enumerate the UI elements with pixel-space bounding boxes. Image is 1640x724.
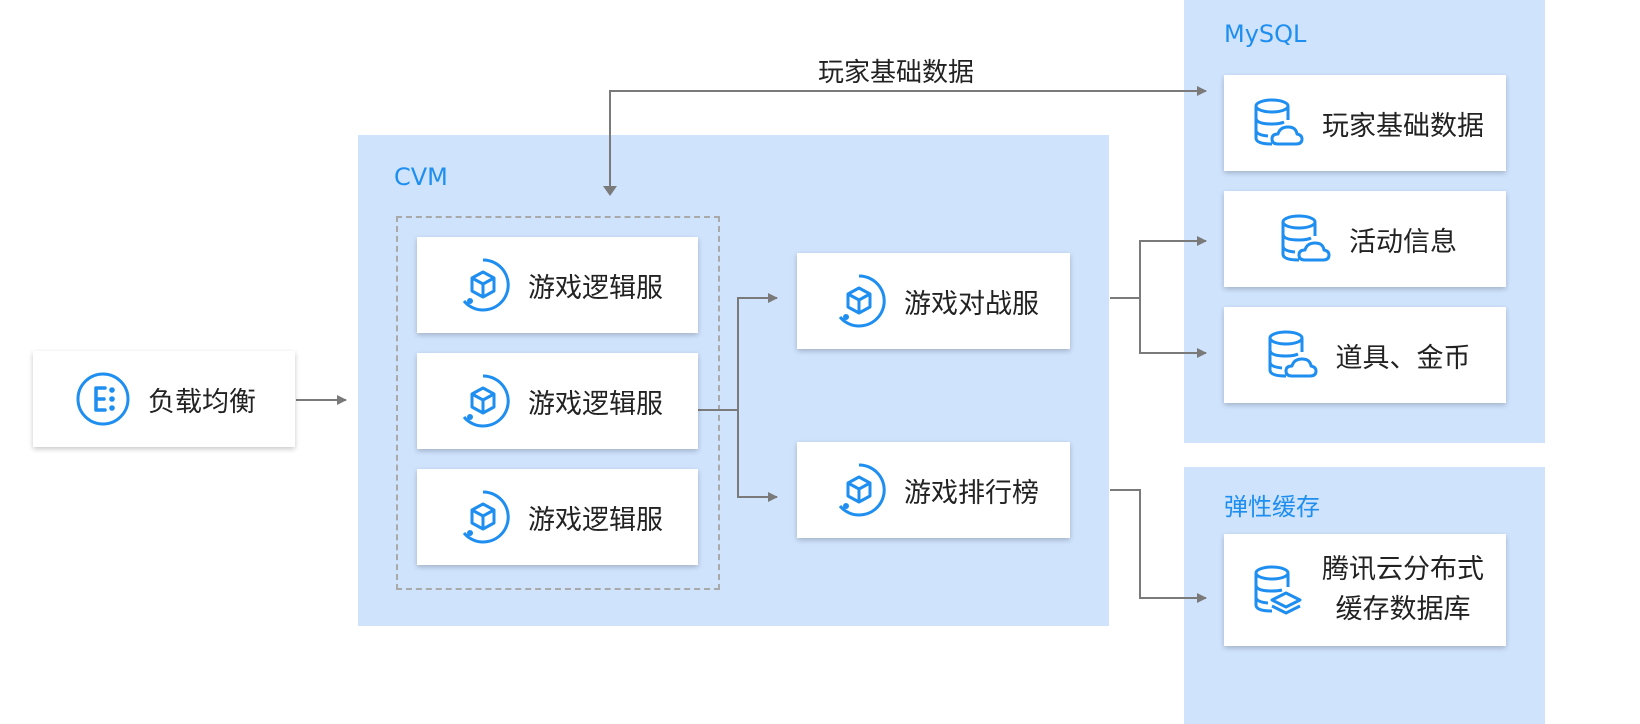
load-balancer-icon <box>72 368 134 430</box>
distributed-cache-db[interactable]: 腾讯云分布式 缓存数据库 <box>1224 534 1506 646</box>
edge-player-data-arrowhead <box>603 186 617 196</box>
game-battle-server-label: 游戏对战服 <box>904 288 1039 320</box>
edge-to-items <box>1139 298 1207 358</box>
load-balancer-node[interactable]: 负载均衡 <box>33 351 295 447</box>
db-items-coins[interactable]: 道具、金币 <box>1224 307 1506 403</box>
logic-server-group <box>396 216 720 590</box>
edge-label-player-data: 玩家基础数据 <box>818 58 975 88</box>
edge-player-data <box>609 86 1207 193</box>
distributed-cache-label: 腾讯云分布式 缓存数据库 <box>1322 550 1484 630</box>
game-server-icon <box>452 370 514 432</box>
edge-to-ranking <box>737 410 778 502</box>
game-ranking-server[interactable]: 游戏排行榜 <box>797 442 1070 538</box>
cache-database-icon <box>1246 559 1308 621</box>
db-activity-info[interactable]: 活动信息 <box>1224 191 1506 287</box>
game-logic-server-label: 游戏逻辑服 <box>528 504 663 536</box>
elastic-cache-region-title: 弹性缓存 <box>1224 493 1320 521</box>
db-player-data-label: 玩家基础数据 <box>1322 110 1484 142</box>
game-logic-server-label: 游戏逻辑服 <box>528 272 663 304</box>
game-logic-server-label: 游戏逻辑服 <box>528 388 663 420</box>
edge-to-activity <box>1139 236 1207 298</box>
game-ranking-server-label: 游戏排行榜 <box>904 477 1039 509</box>
load-balancer-label: 负载均衡 <box>148 386 256 418</box>
game-logic-server-3[interactable]: 游戏逻辑服 <box>417 469 698 565</box>
game-logic-server-1[interactable]: 游戏逻辑服 <box>417 237 698 333</box>
game-server-icon <box>452 486 514 548</box>
distributed-cache-label-line1: 腾讯云分布式 <box>1322 554 1484 585</box>
game-battle-server[interactable]: 游戏对战服 <box>797 253 1070 349</box>
game-server-icon <box>828 270 890 332</box>
db-activity-info-label: 活动信息 <box>1349 226 1457 258</box>
cvm-region-title: CVM <box>394 163 448 191</box>
game-logic-server-2[interactable]: 游戏逻辑服 <box>417 353 698 449</box>
game-server-icon <box>452 254 514 316</box>
cloud-database-icon <box>1246 92 1308 154</box>
db-items-coins-label: 道具、金币 <box>1335 342 1471 374</box>
edge-to-cache <box>1110 489 1207 603</box>
mysql-region-title: MySQL <box>1224 20 1307 48</box>
cloud-database-icon <box>1273 208 1335 270</box>
distributed-cache-label-line2: 缓存数据库 <box>1335 594 1471 625</box>
cloud-database-icon <box>1260 324 1322 386</box>
edge-to-battle <box>737 293 778 410</box>
game-server-icon <box>828 459 890 521</box>
db-player-data[interactable]: 玩家基础数据 <box>1224 75 1506 171</box>
